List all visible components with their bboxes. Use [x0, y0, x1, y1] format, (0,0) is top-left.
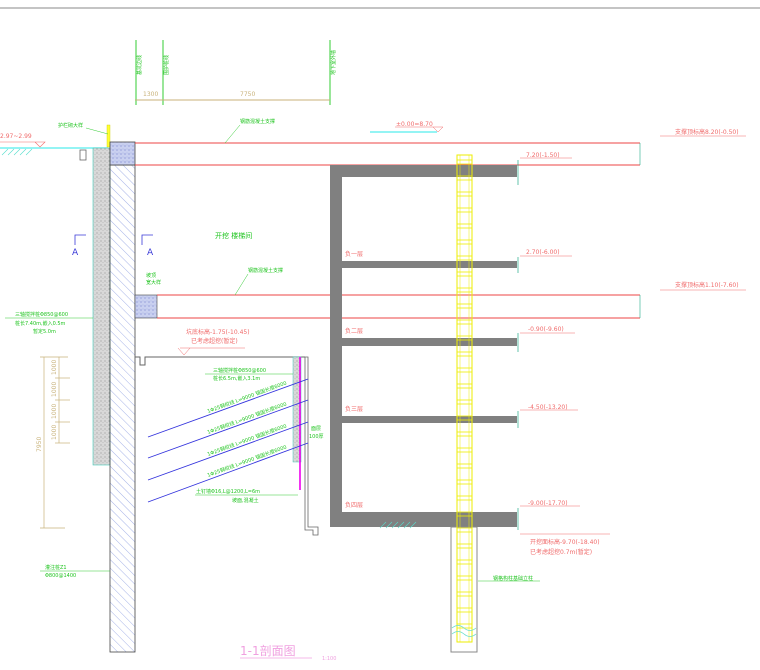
column-batten — [456, 175, 473, 181]
column-batten — [456, 543, 473, 549]
column-batten — [456, 607, 473, 613]
column-batten — [456, 383, 473, 389]
dimension-text: 1300 — [143, 91, 158, 98]
svg-text:支撑顶标高8.20(-0.50): 支撑顶标高8.20(-0.50) — [675, 128, 739, 136]
svg-text:1000: 1000 — [51, 425, 58, 440]
stairwell-label: 开挖 楼梯间 — [215, 231, 252, 240]
svg-text:100厚: 100厚 — [309, 434, 324, 440]
axis-label: 地下室外墙 — [330, 50, 337, 75]
column-batten — [456, 303, 473, 309]
column-batten — [456, 207, 473, 213]
floor-label: 负二层 — [345, 327, 363, 335]
column-batten — [456, 591, 473, 597]
anchor-line — [147, 378, 309, 438]
svg-text:2.70(-6.00): 2.70(-6.00) — [526, 249, 560, 256]
svg-text:钢格构柱基础立柱: 钢格构柱基础立柱 — [493, 575, 533, 582]
svg-text:7950: 7950 — [36, 437, 43, 452]
strut-label: 钢筋混凝土支撑 — [240, 118, 275, 125]
svg-text:灌注桩Z1: 灌注桩Z1 — [45, 564, 67, 571]
svg-text:三轴搅拌桩Φ850@600: 三轴搅拌桩Φ850@600 — [213, 367, 266, 374]
column-batten — [456, 191, 473, 197]
column-batten — [456, 399, 473, 405]
svg-text:±0.00=8.70: ±0.00=8.70 — [396, 121, 433, 128]
railing-post — [106, 124, 111, 148]
left-dimensions: 1000 1000 1000 1000 7950 — [36, 356, 70, 529]
column-batten — [456, 287, 473, 293]
section-marker-a: A A — [72, 234, 154, 258]
column-batten — [456, 319, 473, 325]
svg-text:已考虑超挖(暂定): 已考虑超挖(暂定) — [191, 337, 238, 345]
column-batten — [456, 479, 473, 485]
svg-text:三轴搅拌桩Φ850@600: 三轴搅拌桩Φ850@600 — [15, 311, 68, 318]
stage-excavation: 坑底标高-1.75(-10.45) 已考虑超挖(暂定) 三轴搅拌桩Φ850@60… — [135, 328, 324, 536]
svg-text:支撑顶标高1.10(-7.60): 支撑顶标高1.10(-7.60) — [675, 281, 739, 289]
mixing-pile-wall — [92, 147, 111, 466]
svg-text:-4.50(-13.20): -4.50(-13.20) — [528, 404, 568, 411]
column-batten — [456, 495, 473, 501]
column-batten — [456, 415, 473, 421]
column-batten — [456, 527, 473, 533]
svg-text:面层: 面层 — [311, 426, 321, 432]
dimension-text: 7750 — [240, 91, 255, 98]
svg-text:桩长7.40m,嵌入0.5m: 桩长7.40m,嵌入0.5m — [15, 320, 66, 327]
axis-label: 基坑边线 — [136, 55, 143, 75]
column-batten — [456, 271, 473, 277]
ground-level: 2.97~2.99 护栏砌大样 — [0, 122, 111, 161]
railing-label: 护栏砌大样 — [58, 122, 83, 129]
anchors: 1Φ25钢绞线 L=9000 锚固长度6000 1Φ25钢绞线 L=9000 锚… — [147, 378, 309, 504]
floor-label: 负四层 — [345, 501, 363, 509]
column-batten — [456, 559, 473, 565]
svg-text:桩长6.5m,嵌入3.1m: 桩长6.5m,嵌入3.1m — [213, 375, 260, 382]
title-text: 1-1剖面图 — [240, 644, 296, 658]
column-batten — [456, 335, 473, 341]
svg-text:1000: 1000 — [51, 404, 58, 419]
svg-text:坡面,混凝土: 坡面,混凝土 — [232, 497, 259, 504]
column-batten — [456, 447, 473, 453]
svg-text:A: A — [147, 248, 154, 258]
elevation-text: 2.97~2.99 — [0, 133, 32, 140]
column-batten — [456, 351, 473, 357]
svg-text:开挖面标高-9.70(-18.40): 开挖面标高-9.70(-18.40) — [530, 538, 600, 546]
svg-text:已考虑超挖0.7m(暂定): 已考虑超挖0.7m(暂定) — [530, 548, 592, 556]
column-batten — [456, 511, 473, 517]
column-batten — [456, 223, 473, 229]
column-batten — [456, 159, 473, 165]
svg-text:坑底标高-1.75(-10.45): 坑底标高-1.75(-10.45) — [186, 328, 250, 336]
anchor-line — [147, 421, 309, 481]
top-dimensions: 基坑边线 围护桩线 地下室外墙 1300 7750 — [135, 40, 337, 105]
column-batten — [456, 239, 473, 245]
scale-text: 1:100 — [322, 656, 336, 662]
svg-text:-9.00(-17.70): -9.00(-17.70) — [528, 500, 568, 507]
column-batten — [456, 255, 473, 261]
svg-text:A: A — [72, 248, 79, 258]
svg-text:Φ800@1400: Φ800@1400 — [45, 573, 76, 579]
column-batten — [456, 463, 473, 469]
svg-text:1000: 1000 — [51, 382, 58, 397]
strut-2: 钢筋混凝土支撑 坡顶 宽大样 — [134, 267, 641, 319]
svg-text:坡顶: 坡顶 — [146, 272, 156, 279]
drawing-title: 1-1剖面图 1:100 — [240, 644, 336, 662]
strut-label: 钢筋混凝土支撑 — [248, 267, 283, 274]
crown-beam — [109, 141, 136, 166]
anchor-line — [147, 442, 309, 503]
column-batten — [456, 575, 473, 581]
floor-label: 负三层 — [345, 405, 363, 413]
svg-text:土钉墙Φ16,L@1200,L=6m: 土钉墙Φ16,L@1200,L=6m — [196, 488, 260, 495]
elevation-marks: ±0.00=8.70 支撑顶标高8.20(-0.50) 7.20(-1.50) … — [370, 121, 746, 556]
bored-pile-wall — [109, 164, 136, 653]
svg-text:1000: 1000 — [51, 360, 58, 375]
lattice-column: 钢格构柱基础立柱 — [450, 154, 540, 653]
left-annotations: 三轴搅拌桩Φ850@600 桩长7.40m,嵌入0.5m 暂定5.0m 灌注桩Z… — [5, 311, 110, 579]
svg-text:宽大样: 宽大样 — [146, 279, 161, 286]
column-batten — [456, 367, 473, 373]
anchor-line — [147, 399, 309, 459]
svg-text:暂定5.0m: 暂定5.0m — [33, 328, 56, 335]
svg-text:7.20(-1.50): 7.20(-1.50) — [526, 152, 560, 159]
floor-label: 负一层 — [345, 250, 363, 258]
svg-text:-0.90(-9.60): -0.90(-9.60) — [528, 326, 564, 333]
basement-structure: 负一层 负二层 负三层 负四层 — [330, 165, 517, 529]
axis-label: 围护桩线 — [163, 55, 170, 75]
column-batten — [456, 431, 473, 437]
